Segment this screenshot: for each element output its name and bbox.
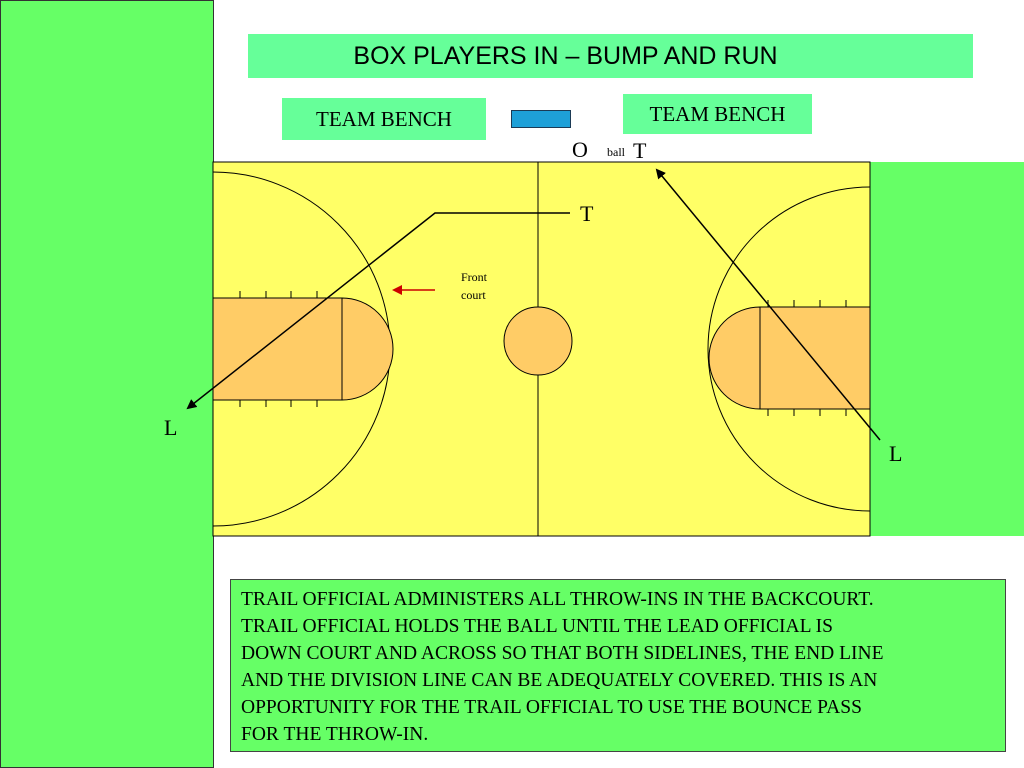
slide-title-text: BOX PLAYERS IN – BUMP AND RUN [353, 41, 778, 70]
note-line-1: TRAIL OFFICIAL ADMINISTERS ALL THROW-INS… [241, 589, 874, 610]
trail-official-path-right [655, 168, 881, 441]
right-green-panel [870, 162, 1024, 536]
key-hash-marks-right [767, 300, 847, 416]
team-bench-left-label: TEAM BENCH [316, 106, 452, 131]
three-point-arc-right [707, 186, 870, 512]
team-bench-left: TEAM BENCH [282, 98, 486, 140]
note-line-4: AND THE DIVISION LINE CAN BE ADEQUATELY … [241, 670, 878, 691]
note-line-3: DOWN COURT AND ACROSS SO THAT BOTH SIDEL… [241, 643, 884, 664]
lead-official-right-label: L [889, 441, 902, 466]
note-line-5: OPPORTUNITY FOR THE TRAIL OFFICIAL TO US… [241, 697, 862, 718]
trail-official-top-label: T [633, 138, 647, 163]
key-right [759, 306, 871, 410]
note-line-2: TRAIL OFFICIAL HOLDS THE BALL UNTIL THE … [241, 616, 834, 637]
note-line-6: FOR THE THROW-IN. [241, 724, 429, 745]
team-bench-right: TEAM BENCH [623, 94, 812, 134]
lead-official-left-label: L [164, 415, 177, 440]
instruction-note: TRAIL OFFICIAL ADMINISTERS ALL THROW-INS… [230, 579, 1006, 752]
key-left [212, 297, 343, 401]
lead-official-path-left [186, 212, 570, 410]
front-court-label-line2: court [461, 288, 486, 302]
trail-official-center-label: T [580, 201, 594, 226]
free-throw-semicircle-left [341, 297, 394, 401]
slide-title: BOX PLAYERS IN – BUMP AND RUN [248, 34, 973, 78]
center-circle [503, 306, 573, 376]
scorer-table [511, 110, 571, 128]
official-o-label: O [572, 137, 588, 162]
front-court-label-line1: Front [461, 270, 488, 284]
ball-label: ball [607, 145, 626, 159]
free-throw-semicircle-right [708, 306, 761, 410]
left-green-panel [0, 0, 214, 768]
key-hash-marks-left [239, 291, 318, 407]
team-bench-right-label: TEAM BENCH [649, 101, 786, 126]
